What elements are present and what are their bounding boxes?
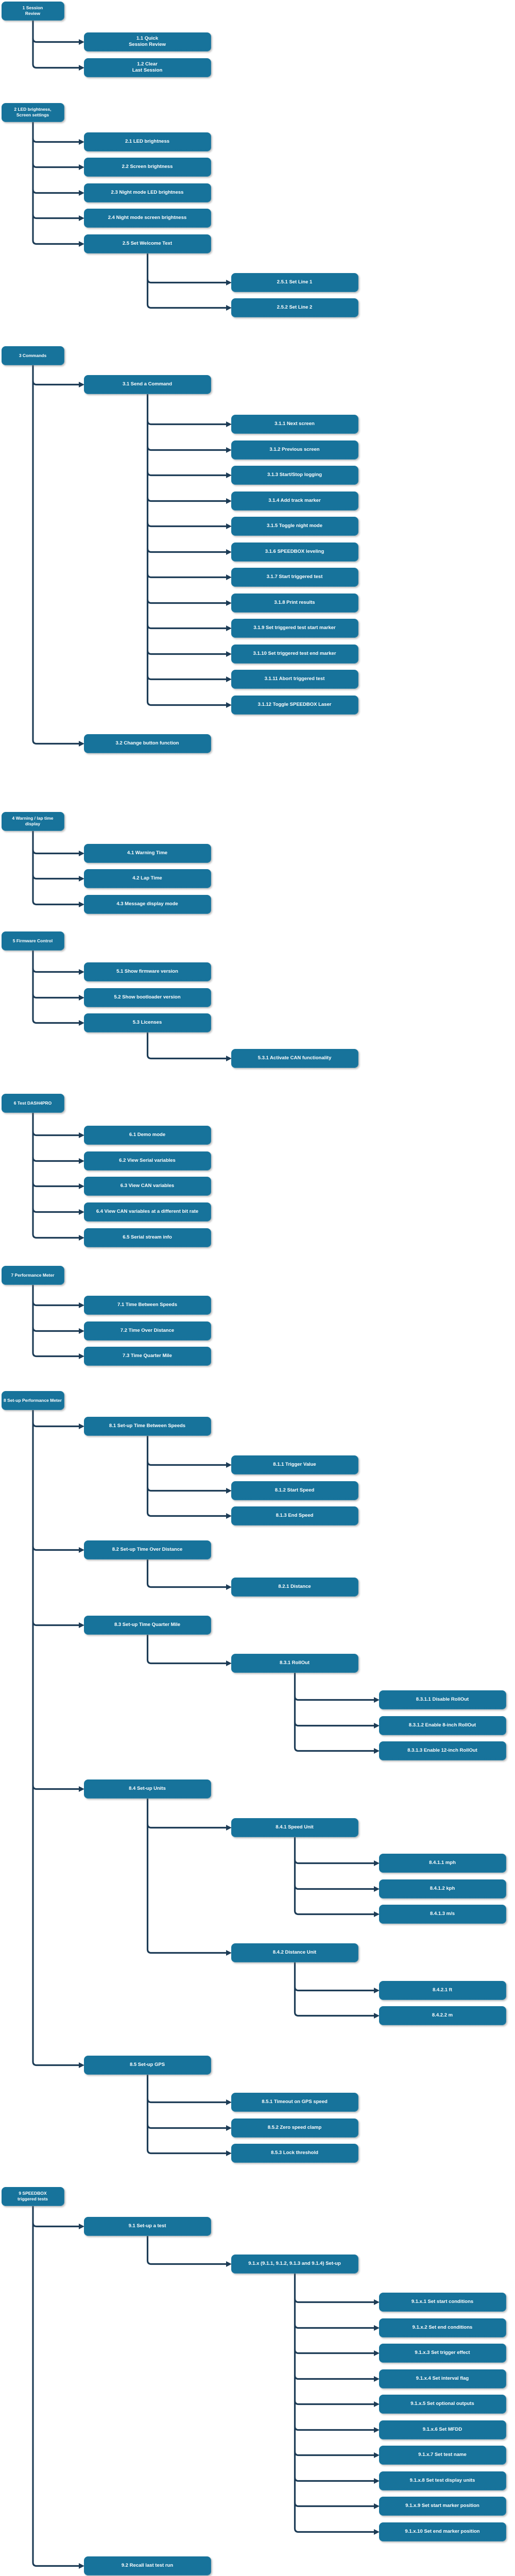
node-8-3-1-1: 8.3.1.1 Disable RollOut (379, 1690, 506, 1709)
node-9: 9 SPEEDBOX triggered tests (2, 2187, 64, 2206)
node-3-1-1: 3.1.1 Next screen (231, 415, 358, 434)
node-7-1: 7.1 Time Between Speeds (84, 1296, 211, 1315)
node-8-3: 8.3 Set-up Time Quarter Mile (84, 1616, 211, 1635)
node-4: 4 Warning / lap time display (2, 812, 64, 831)
node-9-1: 9.1 Set-up a test (84, 2217, 211, 2236)
node-8-4-2: 8.4.2 Distance Unit (231, 1943, 358, 1962)
node-7-3: 7.3 Time Quarter Mile (84, 1347, 211, 1366)
node-9-1-x-8: 9.1.x.8 Set test display units (379, 2471, 506, 2490)
node-5-1: 5.1 Show firmware version (84, 962, 211, 981)
node-9-1-x-2: 9.1.x.2 Set end conditions (379, 2318, 506, 2337)
node-2-1: 2.1 LED brightness (84, 132, 211, 151)
node-9-1-x-7: 9.1.x.7 Set test name (379, 2446, 506, 2465)
node-2-5: 2.5 Set Welcome Text (84, 234, 211, 253)
node-8-5-2: 8.5.2 Zero speed clamp (231, 2119, 358, 2138)
node-8-4-1: 8.4.1 Speed Unit (231, 1818, 358, 1837)
node-6-4: 6.4 View CAN variables at a different bi… (84, 1202, 211, 1222)
node-3-1-10: 3.1.10 Set triggered test end marker (231, 645, 358, 664)
node-8-2-1: 8.2.1 Distance (231, 1578, 358, 1597)
node-8-4-2-1: 8.4.2.1 ft (379, 1981, 506, 2000)
node-8-5: 8.5 Set-up GPS (84, 2056, 211, 2075)
node-8-5-1: 8.5.1 Timeout on GPS speed (231, 2093, 358, 2112)
node-3-1-8: 3.1.8 Print results (231, 594, 358, 613)
node-5-2: 5.2 Show bootloader version (84, 988, 211, 1007)
node-1: 1 Session Review (2, 2, 64, 21)
node-3-1-12: 3.1.12 Toggle SPEEDBOX Laser (231, 696, 358, 715)
node-8: 8 Set-up Performance Meter (2, 1391, 64, 1410)
node-6-3: 6.3 View CAN variables (84, 1177, 211, 1196)
node-3-1-3: 3.1.3 Start/Stop logging (231, 466, 358, 485)
node-8-4-1-1: 8.4.1.1 mph (379, 1854, 506, 1873)
node-8-2: 8.2 Set-up Time Over Distance (84, 1540, 211, 1560)
node-3-1-6: 3.1.6 SPEEDBOX leveling (231, 543, 358, 562)
node-4-1: 4.1 Warning Time (84, 844, 211, 863)
node-8-3-1-2: 8.3.1.2 Enable 8-inch RollOut (379, 1716, 506, 1735)
node-6-2: 6.2 View Serial variables (84, 1151, 211, 1171)
node-3-1-5: 3.1.5 Toggle night mode (231, 517, 358, 536)
node-2-5-1: 2.5.1 Set Line 1 (231, 273, 358, 292)
node-6-5: 6.5 Serial stream info (84, 1228, 211, 1247)
node-3-1-4: 3.1.4 Add track marker (231, 492, 358, 511)
node-8-1: 8.1 Set-up Time Between Speeds (84, 1417, 211, 1436)
node-3-1-7: 3.1.7 Start triggered test (231, 568, 358, 587)
node-8-1-3: 8.1.3 End Speed (231, 1506, 358, 1526)
node-8-3-1-3: 8.3.1.3 Enable 12-inch RollOut (379, 1741, 506, 1760)
node-8-1-1: 8.1.1 Trigger Value (231, 1455, 358, 1475)
node-3-2: 3.2 Change button function (84, 734, 211, 753)
node-4-2: 4.2 Lap Time (84, 869, 211, 888)
node-7: 7 Performance Meter (2, 1266, 64, 1285)
node-2-3: 2.3 Night mode LED brightness (84, 183, 211, 202)
node-3-1: 3.1 Send a Command (84, 375, 211, 394)
node-2-5-2: 2.5.2 Set Line 2 (231, 298, 358, 317)
node-5-3-1: 5.3.1 Activate CAN functionality (231, 1049, 358, 1068)
node-2-4: 2.4 Night mode screen brightness (84, 209, 211, 228)
node-4-3: 4.3 Message display mode (84, 895, 211, 914)
node-2-2: 2.2 Screen brightness (84, 158, 211, 177)
node-8-4-1-3: 8.4.1.3 m/s (379, 1905, 506, 1924)
node-9-1-x-1: 9.1.x.1 Set start conditions (379, 2293, 506, 2312)
node-1-2: 1.2 Clear Last Session (84, 58, 211, 77)
node-5: 5 Firmware Control (2, 931, 64, 951)
node-9-1-x-3: 9.1.x.3 Set trigger effect (379, 2344, 506, 2363)
node-9-1-x-4: 9.1.x.4 Set interval flag (379, 2369, 506, 2388)
node-6-1: 6.1 Demo mode (84, 1126, 211, 1145)
node-8-1-2: 8.1.2 Start Speed (231, 1481, 358, 1500)
node-9-1-x-9: 9.1.x.9 Set start marker position (379, 2497, 506, 2516)
node-3-1-9: 3.1.9 Set triggered test start marker (231, 619, 358, 638)
node-9-2: 9.2 Recall last test run (84, 2556, 211, 2575)
node-8-3-1: 8.3.1 RollOut (231, 1654, 358, 1673)
node-6: 6 Test DASH4PRO (2, 1094, 64, 1113)
node-8-4-1-2: 8.4.1.2 kph (379, 1879, 506, 1899)
node-9-1-x-10: 9.1.x.10 Set end marker position (379, 2522, 506, 2541)
node-3-1-2: 3.1.2 Previous screen (231, 440, 358, 460)
node-9-1-x: 9.1.x (9.1.1, 9.1.2, 9.1.3 and 9.1.4) Se… (231, 2255, 358, 2274)
node-5-3: 5.3 Licenses (84, 1013, 211, 1032)
node-8-4: 8.4 Set-up Units (84, 1780, 211, 1799)
node-2: 2 LED brightness, Screen settings (2, 103, 64, 122)
node-9-1-x-6: 9.1.x.6 Set MFDD (379, 2420, 506, 2439)
node-8-5-3: 8.5.3 Lock threshold (231, 2144, 358, 2163)
node-1-1: 1.1 Quick Session Review (84, 32, 211, 52)
node-8-4-2-2: 8.4.2.2 m (379, 2006, 506, 2025)
node-3-1-11: 3.1.11 Abort triggered test (231, 670, 358, 689)
node-3: 3 Commands (2, 346, 64, 365)
node-7-2: 7.2 Time Over Distance (84, 1321, 211, 1341)
node-9-1-x-5: 9.1.x.5 Set optional outputs (379, 2395, 506, 2414)
